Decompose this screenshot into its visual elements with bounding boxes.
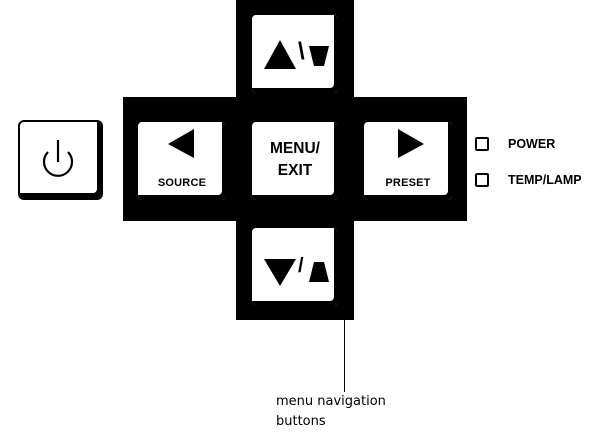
keystone-down-trapezoid-icon xyxy=(309,262,329,282)
power-symbol-icon xyxy=(42,140,74,177)
exit-label: EXIT xyxy=(277,162,313,179)
source-label: SOURCE xyxy=(157,177,207,189)
keystone-up-trapezoid-icon xyxy=(309,46,329,66)
down-keystone-icons xyxy=(264,259,329,286)
caption-leader-line xyxy=(344,316,345,392)
menu-label: MENU/ xyxy=(270,140,320,157)
menu-exit-button[interactable]: MENU/ EXIT xyxy=(250,120,340,202)
caption: menu navigation buttons xyxy=(276,392,386,432)
caption-line-2: buttons xyxy=(276,414,326,429)
triangle-down-icon xyxy=(264,259,296,286)
arrow-right-icon xyxy=(398,129,424,158)
arrow-left-icon xyxy=(168,129,194,158)
up-key-separator: \ xyxy=(298,38,305,65)
down-keystone-button[interactable]: / xyxy=(250,226,340,308)
power-button[interactable] xyxy=(18,120,103,200)
temp-lamp-led-label: TEMP/LAMP xyxy=(508,173,582,187)
up-keystone-button[interactable]: \ xyxy=(250,13,340,95)
preset-label: PRESET xyxy=(385,177,431,189)
preset-right-button[interactable]: PRESET xyxy=(362,120,454,202)
down-key-separator: / xyxy=(298,255,304,277)
caption-line-1: menu navigation xyxy=(276,394,386,409)
power-led-label: POWER xyxy=(508,137,556,151)
triangle-up-icon xyxy=(264,40,296,69)
temp-lamp-led-indicator xyxy=(475,173,489,187)
up-keystone-icons xyxy=(264,40,329,69)
power-led-indicator xyxy=(475,137,489,151)
source-left-button[interactable]: SOURCE xyxy=(136,120,228,202)
